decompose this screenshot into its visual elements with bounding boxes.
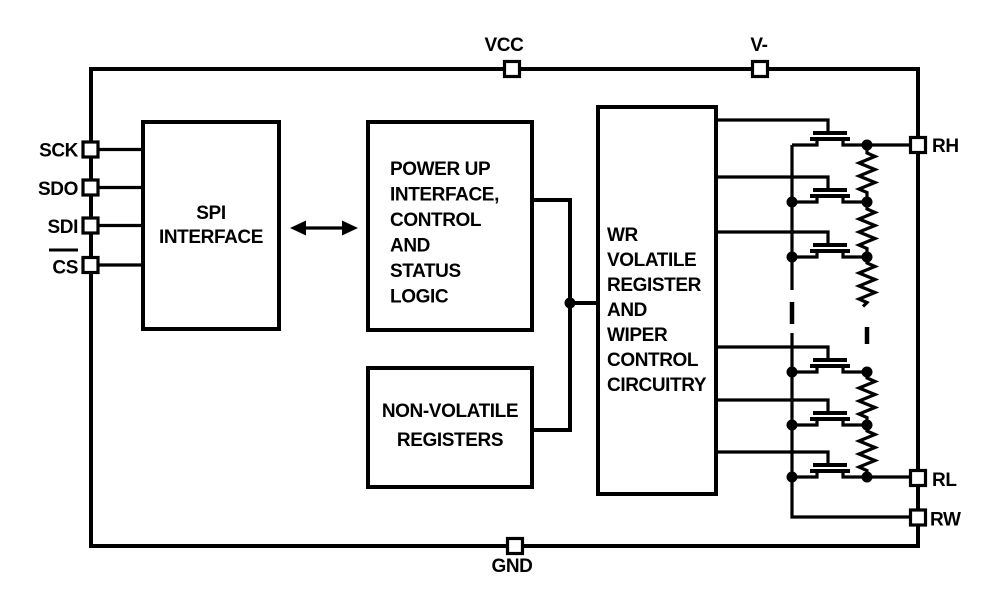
resistor-3 bbox=[854, 257, 880, 308]
resistor-5 bbox=[854, 425, 880, 477]
wiper-control-block bbox=[596, 105, 718, 496]
pin-sdo bbox=[81, 178, 100, 197]
svg-text:STATUS: STATUS bbox=[390, 261, 461, 282]
pin-vcc bbox=[502, 59, 522, 79]
svg-text:INTERFACE: INTERFACE bbox=[159, 227, 263, 248]
wiper-bus-to-rw bbox=[790, 333, 911, 519]
svg-text:AND: AND bbox=[390, 236, 430, 257]
resistor-1 bbox=[854, 145, 880, 202]
pin-label-rl: RL bbox=[932, 470, 957, 491]
left-pin-wires bbox=[98, 147, 143, 267]
junction-dots bbox=[786, 139, 873, 483]
svg-text:LOGIC: LOGIC bbox=[390, 287, 449, 308]
power-up-logic-label: POWER UP INTERFACE, CONTROL AND STATUS L… bbox=[390, 159, 499, 308]
pin-v-minus bbox=[750, 59, 770, 79]
resistor-ladder bbox=[854, 145, 880, 477]
pin-label-vcc: VCC bbox=[485, 35, 525, 56]
pin-sdi bbox=[81, 216, 100, 235]
pin-label-rw: RW bbox=[930, 510, 961, 531]
pin-rw bbox=[908, 508, 928, 527]
wiper-bus bbox=[789, 145, 911, 519]
spi-interface-block bbox=[141, 120, 281, 331]
pin-label-gnd: GND bbox=[491, 556, 532, 577]
pin-labels: VCC V- GND SCK SDO SDI CS RH RL RW bbox=[38, 35, 961, 577]
svg-text:WR: WR bbox=[607, 225, 639, 246]
svg-text:AND: AND bbox=[607, 300, 647, 321]
arrowhead-left-icon bbox=[290, 220, 306, 236]
arrowhead-right-icon bbox=[342, 220, 358, 236]
pin-label-cs: CS bbox=[52, 258, 78, 279]
svg-text:VOLATILE: VOLATILE bbox=[607, 250, 696, 271]
pin-gnd bbox=[505, 536, 525, 556]
pin-label-sdi: SDI bbox=[48, 217, 79, 238]
non-volatile-registers-block bbox=[366, 366, 534, 489]
wiper-control-label: WR VOLATILE REGISTER AND WIPER CONTROL C… bbox=[607, 225, 707, 396]
pin-cs bbox=[81, 255, 100, 275]
svg-text:NON-VOLATILE: NON-VOLATILE bbox=[382, 401, 518, 422]
wire-powerup-nvreg bbox=[532, 198, 572, 432]
svg-text:REGISTERS: REGISTERS bbox=[397, 430, 503, 451]
svg-text:CIRCUITRY: CIRCUITRY bbox=[607, 375, 707, 396]
spi-interface-label: SPI INTERFACE bbox=[159, 203, 263, 248]
power-up-logic-block bbox=[366, 120, 534, 332]
mosfet-switch-1 bbox=[715, 118, 869, 147]
svg-text:INTERFACE,: INTERFACE, bbox=[390, 185, 499, 206]
pin-label-rh: RH bbox=[932, 136, 959, 157]
svg-text:SPI: SPI bbox=[196, 203, 226, 224]
svg-text:WIPER: WIPER bbox=[607, 325, 668, 346]
bidirectional-arrow bbox=[290, 220, 358, 236]
svg-text:REGISTER: REGISTER bbox=[607, 275, 702, 296]
svg-text:CONTROL: CONTROL bbox=[390, 210, 482, 231]
pin-label-sdo: SDO bbox=[38, 179, 78, 200]
non-volatile-registers-label: NON-VOLATILE REGISTERS bbox=[382, 401, 519, 451]
junction-dot bbox=[564, 297, 576, 309]
pin-sck bbox=[81, 140, 100, 159]
resistor-4 bbox=[854, 372, 880, 425]
pin-label-sck: SCK bbox=[39, 141, 79, 162]
pin-rh bbox=[908, 135, 928, 155]
svg-text:CONTROL: CONTROL bbox=[607, 350, 699, 371]
resistor-2 bbox=[854, 202, 880, 257]
svg-text:POWER UP: POWER UP bbox=[390, 159, 491, 180]
pin-label-v-minus: V- bbox=[750, 35, 767, 56]
pin-rl bbox=[908, 468, 928, 488]
register-bus-wires bbox=[532, 198, 598, 432]
